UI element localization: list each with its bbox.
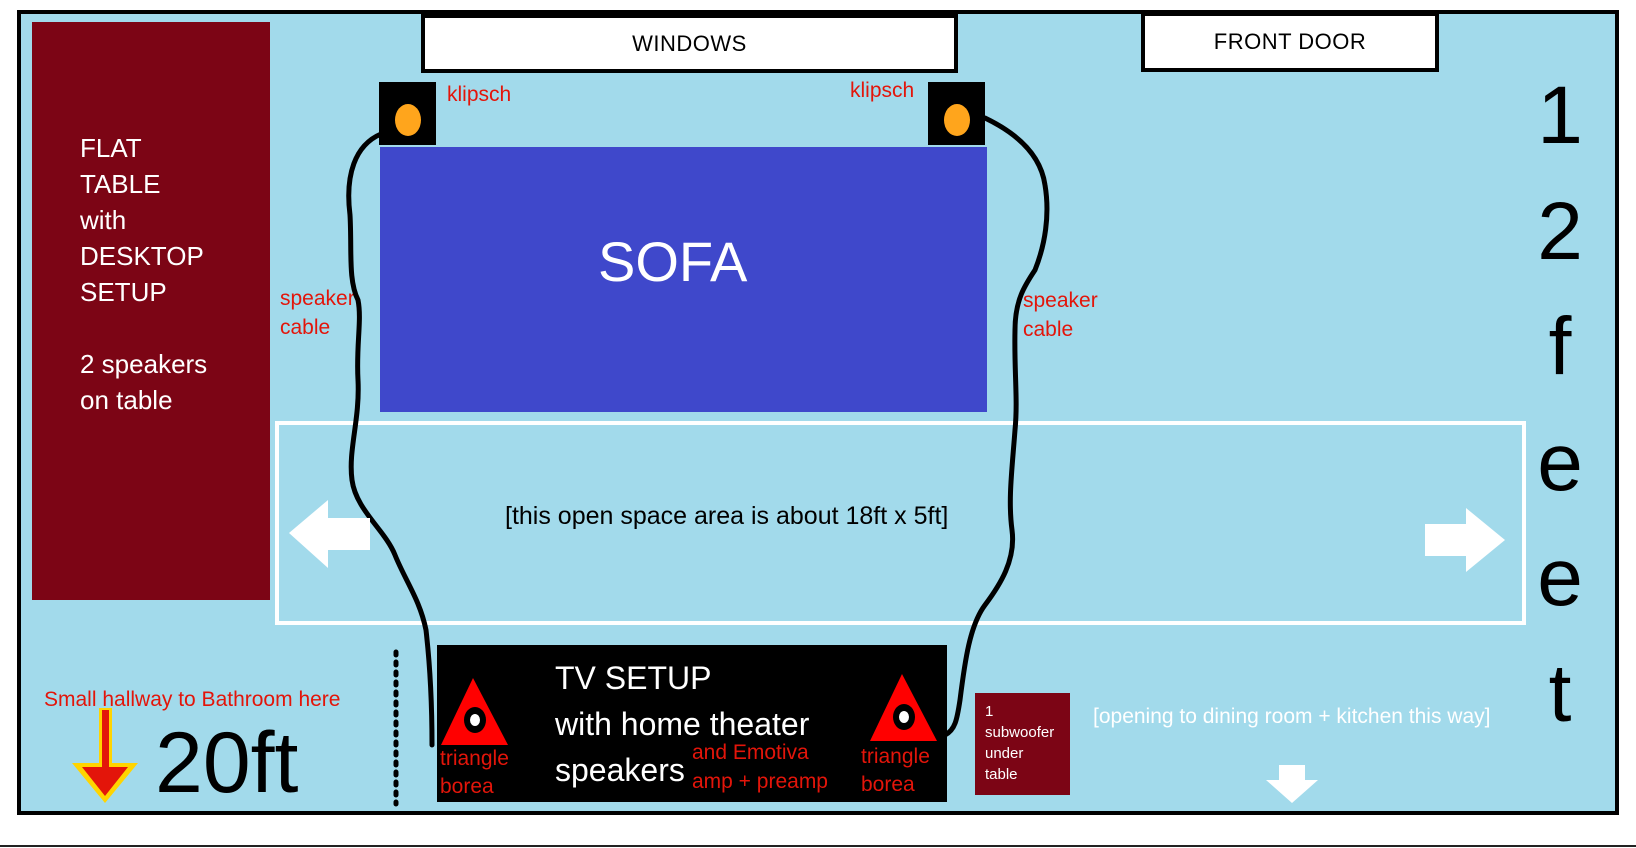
triangle-speaker-right-icon bbox=[870, 674, 937, 741]
triangle-speaker-left-icon bbox=[441, 678, 508, 745]
windows-label: WINDOWS bbox=[421, 14, 958, 73]
height-letter: e bbox=[1537, 416, 1583, 508]
divider-line bbox=[0, 845, 1636, 847]
klipsch-label-right: klipsch bbox=[850, 79, 915, 102]
open-space-label: [this open space area is about 18ft x 5f… bbox=[505, 502, 949, 530]
speaker-cone-icon bbox=[944, 104, 970, 136]
desk-label: FLAT TABLE with DESKTOP SETUP 2 speakers… bbox=[80, 133, 208, 415]
tv-setup bbox=[437, 645, 947, 802]
triangle-label-left: triangle borea bbox=[440, 747, 509, 798]
speaker-cone-icon bbox=[395, 104, 421, 136]
hallway-arrow-icon bbox=[72, 708, 138, 803]
front-door-label: FRONT DOOR bbox=[1141, 12, 1439, 72]
height-dimension: 1 2 f e e t bbox=[1525, 58, 1595, 751]
klipsch-label-left: klipsch bbox=[447, 83, 512, 106]
triangle-label-right: triangle borea bbox=[861, 745, 930, 796]
height-letter: 2 bbox=[1537, 185, 1583, 277]
hallway-label: Small hallway to Bathroom here bbox=[44, 688, 341, 711]
width-dimension: 20ft bbox=[155, 715, 299, 811]
desk-table: FLAT TABLE with DESKTOP SETUP 2 speakers… bbox=[32, 22, 270, 600]
klipsch-speaker-left bbox=[379, 82, 436, 145]
arrow-left-icon bbox=[289, 500, 370, 568]
tv-amp-label: and Emotiva amp + preamp bbox=[692, 741, 828, 793]
subwoofer: 1 subwoofer under table bbox=[975, 693, 1070, 795]
arrow-right-icon bbox=[1425, 508, 1505, 572]
sofa: SOFA bbox=[380, 147, 987, 412]
height-letter: t bbox=[1548, 647, 1572, 739]
height-letter: 1 bbox=[1537, 70, 1583, 161]
tv-setup-label: TV SETUP with home theater speakers bbox=[555, 660, 810, 788]
sofa-label: SOFA bbox=[598, 230, 748, 293]
klipsch-speaker-right bbox=[928, 82, 985, 145]
height-letter: e bbox=[1537, 532, 1583, 623]
open-space-area bbox=[275, 421, 1526, 625]
speaker-cable-left bbox=[346, 131, 435, 748]
subwoofer-label: 1 subwoofer under table bbox=[985, 703, 1055, 783]
speaker-cable-label-right: speaker cable bbox=[1023, 289, 1098, 341]
speaker-cable-label-left: speaker cable bbox=[280, 287, 355, 339]
dining-opening-label: [opening to dining room + kitchen this w… bbox=[1093, 705, 1491, 728]
height-letter: f bbox=[1548, 301, 1572, 392]
speaker-cable-right bbox=[942, 115, 1050, 738]
arrow-down-icon bbox=[1266, 765, 1318, 803]
